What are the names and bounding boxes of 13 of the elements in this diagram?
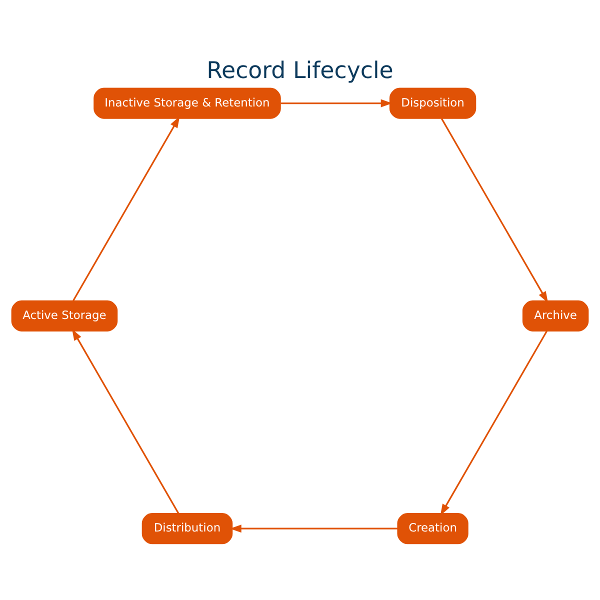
node-box: Disposition	[389, 88, 476, 119]
arrow	[280, 99, 392, 108]
node-box: Creation	[397, 513, 468, 544]
arrow	[72, 328, 180, 514]
diagram-title: Record Lifecycle	[206, 58, 394, 84]
arrow	[440, 330, 548, 516]
arrow	[230, 524, 398, 533]
node-box: Inactive Storage & Retention	[94, 88, 281, 119]
node-box: Active Storage	[11, 300, 118, 332]
node-box: Distribution	[142, 513, 233, 544]
arrow	[440, 118, 548, 303]
arrow	[72, 116, 180, 302]
node-box: Archive	[522, 300, 589, 332]
